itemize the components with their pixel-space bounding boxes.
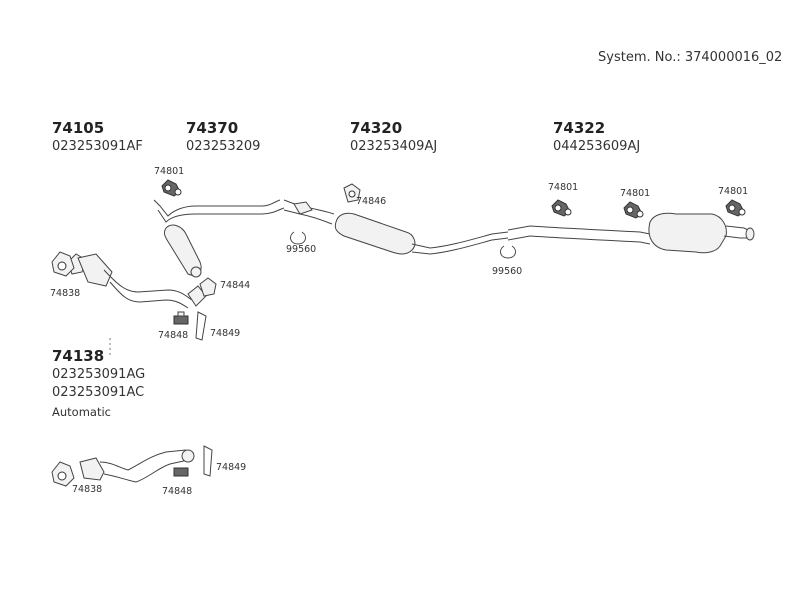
group-74320-ref: 023253409AJ [350, 139, 437, 154]
group-74138: 74138 023253091AG 023253091AC Automatic [52, 347, 145, 419]
part-74848-a: 74848 [158, 330, 188, 341]
front-downpipe [67, 253, 207, 309]
hanger-74801-a [161, 179, 182, 197]
rear-silencer [648, 212, 727, 254]
part-99560-a: 99560 [286, 244, 316, 255]
group-74138-note: Automatic [52, 405, 111, 419]
part-74844: 74844 [220, 280, 250, 291]
part-74801-a: 74801 [154, 166, 184, 177]
part-74849-b: 74849 [216, 462, 246, 473]
clamp-99560-b [500, 245, 516, 259]
group-74138-ref2: 023253091AC [52, 385, 144, 400]
hanger-74801-b [551, 199, 572, 217]
gasket-74844 [199, 277, 217, 297]
hanger-74801-d [725, 199, 746, 217]
system-number-label: System. No.: 374000016_02 [598, 50, 782, 65]
group-74105: 74105 023253091AF [52, 119, 143, 154]
part-74838-a: 74838 [50, 288, 80, 299]
automatic-downpipe [51, 445, 213, 487]
group-74322-code: 74322 [553, 119, 605, 137]
flange-catalyst [77, 253, 113, 287]
group-74138-ref1: 023253091AG [52, 367, 145, 382]
part-74849-a: 74849 [210, 328, 240, 339]
middle-silencer [334, 212, 416, 255]
strap-74849-a [195, 311, 207, 341]
part-99560-b: 99560 [492, 266, 522, 277]
part-74801-d: 74801 [718, 186, 748, 197]
group-74370-ref: 023253209 [186, 139, 260, 154]
part-74801-c: 74801 [620, 188, 650, 199]
group-74138-code: 74138 [52, 347, 104, 365]
pre-silencer-outlet [190, 266, 202, 278]
part-74848-b: 74848 [162, 486, 192, 497]
rear-silencer-assembly [507, 212, 755, 254]
part-74801-b: 74801 [548, 182, 578, 193]
group-74105-code: 74105 [52, 119, 104, 137]
hanger-74801-c [623, 201, 644, 219]
part-74838-b: 74838 [72, 484, 102, 495]
clamp-99560-a [290, 231, 306, 245]
tailpipe-end [745, 227, 755, 241]
clamp-sleeve [293, 201, 313, 215]
group-74322: 74322 044253609AJ [553, 119, 640, 154]
gasket-74838-a [51, 251, 75, 277]
middle-silencer-assembly [283, 199, 509, 255]
intermediate-pipe [153, 199, 285, 297]
group-74370-code: 74370 [186, 119, 238, 137]
group-74322-ref: 044253609AJ [553, 139, 640, 154]
bracket-74848-b [173, 467, 189, 477]
group-74320-code: 74320 [350, 119, 402, 137]
group-74105-ref: 023253091AF [52, 139, 143, 154]
group-74370: 74370 023253209 [186, 119, 260, 154]
bracket-74848-a [173, 311, 189, 325]
part-74846: 74846 [356, 196, 386, 207]
strap-74849-b [203, 445, 213, 477]
hanger-74846 [343, 183, 361, 203]
group-74320: 74320 023253409AJ [350, 119, 437, 154]
